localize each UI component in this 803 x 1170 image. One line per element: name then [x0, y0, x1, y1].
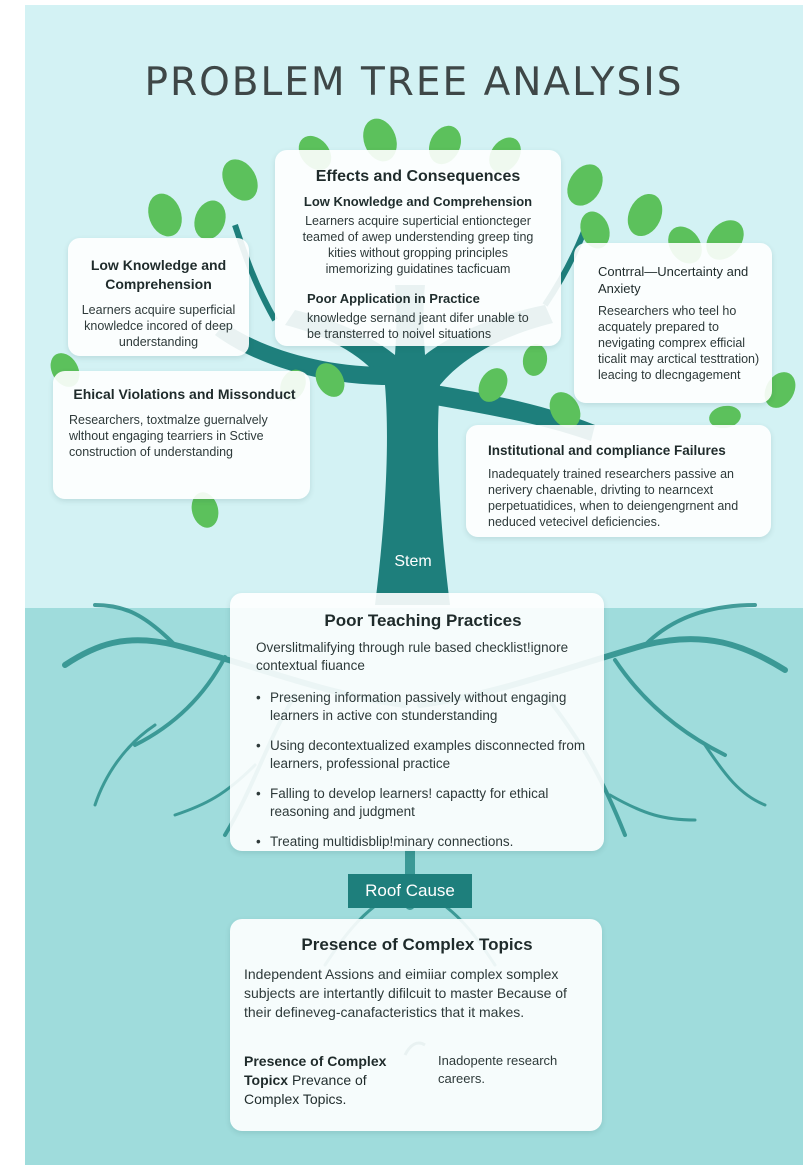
- effects-card: Effects and Consequences Low Knowledge a…: [275, 150, 561, 346]
- control-text: Researchers who teel ho acquately prepar…: [598, 304, 760, 382]
- effects-sub2-text: knowledge sernand jeant difer unable to …: [307, 311, 529, 341]
- teaching-bullet-list: Presening information passively without …: [256, 689, 590, 851]
- list-item: Treating multidisblip!minary connections…: [256, 833, 590, 851]
- low-knowledge-text: Learners acquire superficial knowledce i…: [81, 303, 236, 349]
- tree-illustration: [50, 118, 796, 1056]
- institutional-card: Institutional and compliance Failures In…: [466, 425, 771, 537]
- ethical-text: Researchers, toxtmalze guernalvely wltho…: [69, 413, 268, 459]
- stem-label: Stem: [394, 553, 432, 570]
- list-item: Presening information passively without …: [256, 689, 590, 725]
- branch-left: [215, 323, 387, 385]
- list-item: Using decontextualized examples disconne…: [256, 737, 590, 773]
- control-heading: Contrral—Uncertainty and Anxiety: [598, 264, 749, 296]
- effects-sub1-text: Learners acquire superticial entionctege…: [302, 214, 534, 276]
- root-cause-label: Roof Cause: [348, 874, 472, 908]
- complex-left-bold: Presence of Complex Topicx: [244, 1053, 387, 1088]
- page-title: PROBLEM TREE ANALYSIS: [144, 60, 684, 105]
- complex-topics-card: Presence of Complex Topics Independent A…: [230, 919, 602, 1131]
- teaching-card: Poor Teaching Practices Overslitmalifyin…: [230, 593, 604, 851]
- control-card: Contrral—Uncertainty and Anxiety Researc…: [574, 243, 772, 403]
- effects-sub2-title: Poor Application in Practice: [307, 291, 480, 306]
- branch-upper-left: [232, 224, 278, 322]
- low-knowledge-card: Low Knowledge and Comprehension Learners…: [68, 238, 249, 356]
- complex-right-text: Inadopente research careers.: [438, 1053, 558, 1086]
- complex-left-text: Prevance of Complex Topics.: [244, 1072, 367, 1107]
- teaching-heading: Poor Teaching Practices: [324, 611, 522, 630]
- institutional-heading: Institutional and compliance Failures: [488, 443, 726, 458]
- ethical-card: Ehical Violations and Missonduct Researc…: [53, 371, 310, 499]
- institutional-text: Inadequately trained researchers passive…: [488, 467, 739, 529]
- teaching-lead: Overslitmalifying through rule based che…: [256, 640, 569, 673]
- ethical-heading: Ehical Violations and Missonduct: [73, 386, 296, 402]
- complex-left-column: Presence of Complex Topicx Prevance of C…: [244, 1052, 424, 1109]
- effects-sub1-title: Low Knowledge and Comprehension: [303, 194, 533, 209]
- complex-lead: Independent Assions and eimiiar complex …: [244, 966, 567, 1020]
- complex-heading: Presence of Complex Topics: [301, 935, 533, 954]
- tree-trunk: [285, 285, 553, 605]
- effects-heading: Effects and Consequences: [315, 168, 521, 185]
- list-item: Falling to develop learners! capactty fo…: [256, 785, 590, 821]
- low-knowledge-heading: Low Knowledge and Comprehension: [90, 257, 227, 292]
- poster: PROBLEM TREE ANALYSIS Effects and Conseq…: [25, 5, 803, 1165]
